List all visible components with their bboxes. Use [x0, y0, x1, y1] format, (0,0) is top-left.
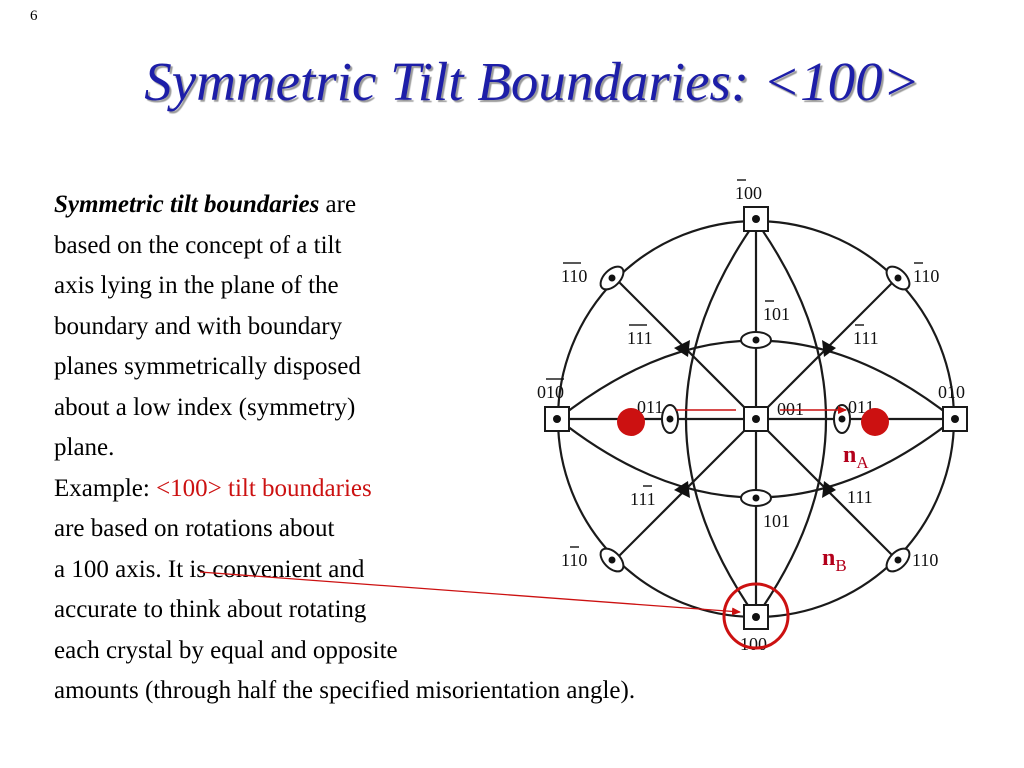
- label-011-left: 011: [637, 397, 663, 417]
- label-nB: nB: [822, 545, 847, 575]
- body-line-example: Example: <100> tilt boundaries: [54, 469, 635, 510]
- label-110-ul: 110: [561, 266, 587, 286]
- label-111-ul: 111: [627, 328, 653, 348]
- label-010-left: 010: [537, 382, 564, 402]
- body-line-4: boundary and with boundary: [54, 312, 343, 340]
- label-110-ll: 110: [561, 550, 587, 570]
- body-line-9: are based on rotations about: [54, 515, 335, 542]
- normal-nA-right-dot: [861, 408, 889, 436]
- label-100-bottom: 100: [740, 634, 767, 654]
- label-101-upper: 101: [763, 304, 790, 324]
- normal-nB-circle: [722, 582, 790, 650]
- pole-111-ul: [674, 340, 690, 357]
- pole-010-left: [544, 406, 570, 432]
- slide-title: Symmetric Tilt Boundaries: <100>: [144, 51, 920, 112]
- example-highlight: <100> tilt boundaries: [156, 474, 372, 502]
- pole-111-ll: [674, 481, 690, 498]
- body-line-3: axis lying in the plane of the: [54, 272, 339, 299]
- emphasis-term: Symmetric tilt boundaries: [54, 191, 320, 218]
- label-101-lower: 101: [763, 511, 790, 531]
- label-001-center: 001: [777, 399, 804, 419]
- body-text: Symmetric tilt boundaries are based on t…: [54, 185, 635, 712]
- index-overbars: [546, 179, 923, 548]
- body-line-12: each crystal by equal and opposite: [54, 636, 398, 664]
- example-prefix: Example:: [54, 474, 157, 502]
- label-110-ur: 110: [913, 266, 939, 286]
- pole-111-triangles: [674, 340, 836, 498]
- label-010-right: 010: [938, 382, 965, 402]
- slide-number: 6: [30, 8, 38, 24]
- pole-111-ur: [822, 340, 836, 357]
- body-line-7: plane.: [54, 434, 115, 461]
- body-line-2: based on the concept of a tilt: [54, 231, 342, 259]
- body-line-1-rest: are: [319, 191, 357, 218]
- pointer-line-nB: [199, 571, 741, 616]
- body-line-6: about a low index (symmetry): [54, 393, 356, 421]
- body-line-11: accurate to think about rotating: [54, 596, 367, 623]
- label-111-ur: 111: [853, 328, 879, 348]
- body-line-1: Symmetric tilt boundaries are: [54, 185, 635, 226]
- body-line-5: planes symmetrically disposed: [54, 353, 361, 380]
- great-circle-right: [755, 220, 828, 618]
- label-111-ll: 111: [630, 489, 656, 509]
- label-111-lr: 111: [847, 487, 873, 507]
- body-line-13: amounts (through half the specified miso…: [54, 677, 636, 704]
- pole-dots: [553, 215, 959, 621]
- pole-labels: 100 100 010 010 001 110 110 110 110 111 …: [537, 183, 965, 654]
- body-line-10: a 100 axis. It is convenient and: [54, 555, 365, 583]
- label-100-top: 100: [735, 183, 762, 203]
- label-110-lr: 110: [912, 550, 938, 570]
- pole-111-lr: [822, 481, 836, 498]
- great-circle-left: [684, 220, 757, 618]
- annotations: nA nB: [199, 406, 889, 650]
- label-nA: nA: [843, 442, 869, 472]
- normal-nA-left-dot: [617, 408, 645, 436]
